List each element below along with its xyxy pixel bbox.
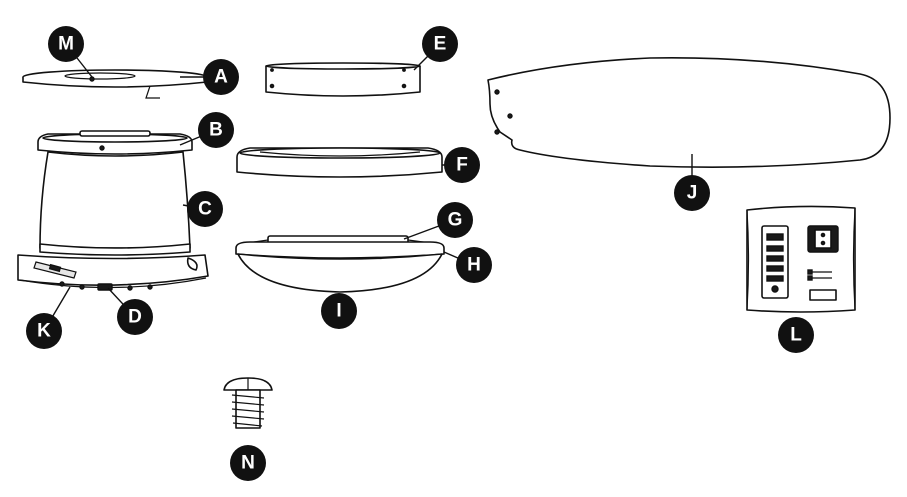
part-ghi-glass-shade	[235, 235, 445, 293]
svg-text:H: H	[467, 255, 481, 276]
svg-text:A: A	[214, 67, 228, 88]
badge-i: I	[321, 293, 357, 329]
badge-a: A	[203, 59, 239, 95]
badge-c: C	[187, 191, 223, 227]
svg-text:L: L	[790, 325, 802, 346]
badge-f: F	[444, 147, 480, 183]
svg-text:D: D	[128, 307, 142, 328]
part-f-light-housing	[236, 147, 443, 178]
svg-text:J: J	[687, 183, 698, 204]
part-e-canopy-ring	[265, 62, 421, 97]
svg-text:E: E	[434, 34, 447, 55]
badge-e: E	[422, 26, 458, 62]
part-n-screw	[223, 377, 273, 429]
svg-text:F: F	[456, 155, 468, 176]
svg-text:M: M	[58, 34, 74, 55]
badge-g: G	[437, 202, 473, 238]
part-l-remote-package	[746, 205, 856, 313]
part-a-mounting-plate	[22, 69, 208, 99]
svg-text:C: C	[198, 199, 212, 220]
svg-text:G: G	[448, 210, 463, 231]
badge-j: J	[674, 175, 710, 211]
badge-d: D	[117, 299, 153, 335]
badge-b: B	[198, 112, 234, 148]
badge-k: K	[26, 313, 62, 349]
svg-text:K: K	[37, 321, 51, 342]
part-bc-motor-housing	[17, 130, 209, 291]
svg-text:B: B	[209, 120, 223, 141]
badge-h: H	[456, 247, 492, 283]
badge-l: L	[778, 317, 814, 353]
svg-text:I: I	[336, 301, 341, 322]
badge-m: M	[48, 26, 84, 62]
part-j-fan-blade	[487, 57, 891, 168]
badge-n: N	[230, 445, 266, 481]
svg-text:N: N	[241, 453, 255, 474]
